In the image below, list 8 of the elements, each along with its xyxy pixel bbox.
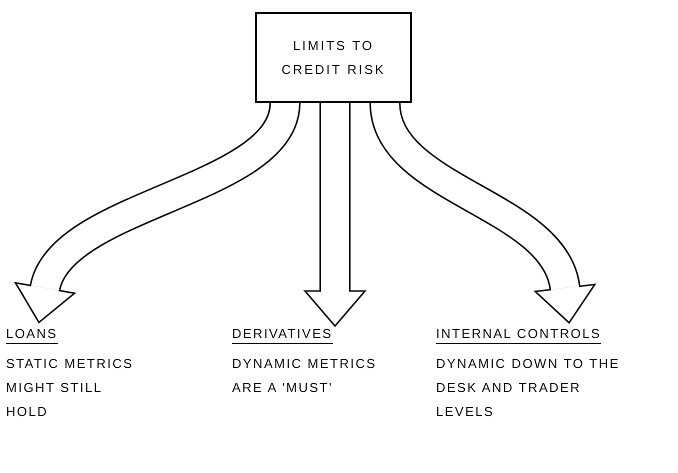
description-text: DYNAMIC DOWN TO THE DESK AND TRADER LEVELS xyxy=(436,355,621,421)
process-box xyxy=(255,12,412,103)
heading: DERIVATIVES xyxy=(232,326,333,344)
description-text: STATIC METRICS MIGHT STILL HOLD xyxy=(6,355,134,421)
heading: LOANS xyxy=(6,326,58,344)
heading: INTERNAL CONTROLS xyxy=(436,326,602,344)
description-text: DYNAMIC METRICS ARE A 'MUST' xyxy=(232,355,378,397)
box-label: LIMITS TO CREDIT RISK xyxy=(280,36,387,78)
